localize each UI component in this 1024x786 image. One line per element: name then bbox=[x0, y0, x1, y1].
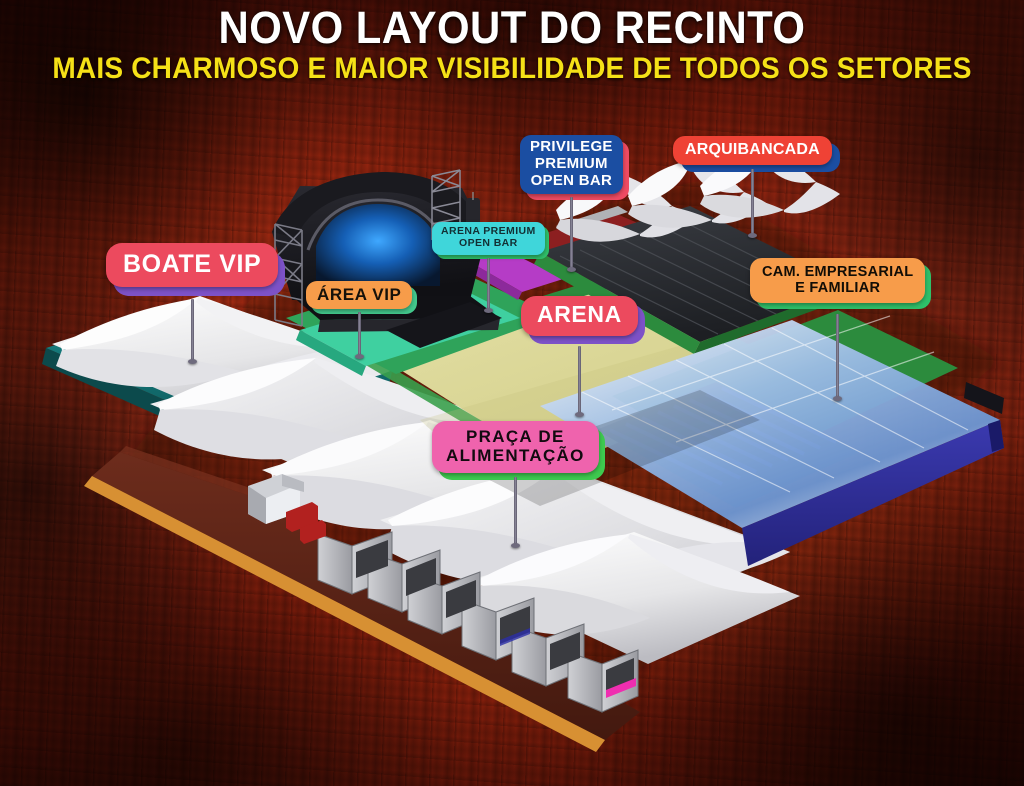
headline-block: NOVO LAYOUT DO RECINTO MAIS CHARMOSO E M… bbox=[0, 4, 1024, 86]
boate-vip-structure bbox=[42, 296, 640, 562]
label-chip: BOATE VIP bbox=[106, 243, 286, 296]
camarote-empresarial-structure bbox=[540, 310, 1004, 566]
label-pole bbox=[833, 314, 843, 401]
label-chip: ARENA PREMIUM OPEN BAR bbox=[432, 222, 549, 259]
label-chip: ARQUIBANCADA bbox=[673, 136, 840, 172]
label-pole bbox=[510, 477, 520, 548]
label-camarote-empresarial-familiar[interactable]: CAM. EMPRESARIAL E FAMILIAR bbox=[750, 258, 932, 401]
label-pole bbox=[747, 169, 757, 238]
label-chip: CAM. EMPRESARIAL E FAMILIAR bbox=[750, 258, 932, 310]
label-chip-shadow bbox=[528, 304, 645, 344]
label-chip-shadow bbox=[681, 143, 840, 172]
praca-alimentacao-tents bbox=[380, 466, 800, 664]
label-praca-de-alimentacao[interactable]: PRAÇA DE ALIMENTAÇÃO bbox=[432, 421, 605, 548]
label-chip: PRIVILEGE PREMIUM OPEN BAR bbox=[520, 135, 629, 201]
label-chip-shadow bbox=[113, 252, 286, 296]
label-chip-shadow bbox=[436, 226, 549, 259]
label-chip: PRAÇA DE ALIMENTAÇÃO bbox=[432, 421, 605, 481]
label-privilege-premium-open-bar[interactable]: PRIVILEGE PREMIUM OPEN BAR bbox=[520, 135, 629, 272]
label-chip-shadow bbox=[438, 428, 605, 481]
label-chip: ÁREA VIP bbox=[306, 281, 418, 315]
label-pole bbox=[574, 346, 584, 417]
label-chip-shadow bbox=[756, 264, 932, 310]
page-subtitle: MAIS CHARMOSO E MAIOR VISIBILIDADE DE TO… bbox=[52, 52, 972, 85]
perimeter-wall-southwest bbox=[84, 446, 640, 752]
label-chip-shadow bbox=[526, 141, 629, 201]
page-title: NOVO LAYOUT DO RECINTO bbox=[218, 2, 806, 53]
label-boate-vip[interactable]: BOATE VIP bbox=[106, 243, 286, 364]
booth-row bbox=[248, 474, 639, 713]
label-pole bbox=[354, 312, 364, 359]
label-arquibancada[interactable]: ARQUIBANCADA bbox=[673, 136, 840, 238]
label-pole bbox=[566, 197, 576, 272]
label-chip: ARENA bbox=[521, 296, 645, 344]
label-chip-shadow bbox=[311, 286, 418, 315]
label-arena-premium-open-bar[interactable]: ARENA PREMIUM OPEN BAR bbox=[432, 222, 549, 313]
label-pole bbox=[187, 299, 197, 364]
label-area-vip[interactable]: ÁREA VIP bbox=[306, 281, 418, 359]
label-arena[interactable]: ARENA bbox=[521, 296, 645, 417]
label-pole bbox=[483, 258, 493, 313]
